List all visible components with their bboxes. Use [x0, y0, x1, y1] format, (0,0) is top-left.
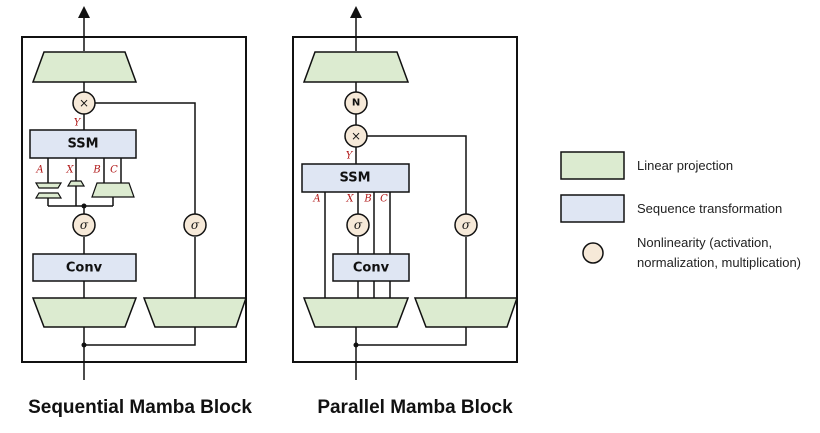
- legend-nonlinearity-label-line2: normalization, multiplication): [637, 255, 801, 270]
- sequential-mamba-block: Conv σ A X B C SSM Y × σ: [21, 6, 252, 418]
- legend-nonlinearity-label-line1: Nonlinearity (activation,: [637, 235, 772, 250]
- parallel-ssm-label: SSM: [339, 171, 370, 186]
- legend-linear-projection-swatch: [560, 151, 625, 180]
- parallel-param-a: A: [312, 194, 320, 205]
- sequential-param-a: A: [35, 165, 43, 176]
- parallel-title: Parallel Mamba Block: [317, 397, 513, 418]
- sequential-sigma-left-label: σ: [80, 218, 89, 232]
- sequential-output-projection: [31, 51, 138, 83]
- sequential-branch-line: [84, 327, 196, 346]
- parallel-param-c: C: [380, 194, 388, 205]
- sequential-input-projection-right: [142, 297, 248, 328]
- sequential-a-projection: [34, 192, 63, 199]
- sequential-x-projection: [66, 180, 86, 187]
- parallel-output-projection: [302, 51, 410, 83]
- sequential-ssm-box: [29, 129, 137, 159]
- sequential-param-c: C: [110, 165, 118, 176]
- parallel-mamba-block: Conv σ A X B C SSM Y × N σ Parallel Mamb…: [292, 6, 519, 418]
- parallel-ssm-box: [301, 163, 410, 193]
- sequential-input-projection-left: [31, 297, 138, 328]
- sequential-param-b: B: [92, 165, 100, 176]
- parallel-sigma-left-label: σ: [354, 218, 363, 232]
- parallel-multiply-label: ×: [351, 129, 361, 143]
- sequential-ssm-label: SSM: [67, 137, 98, 152]
- parallel-param-x: X: [345, 194, 354, 205]
- parallel-conv-label: Conv: [353, 261, 390, 276]
- parallel-sigma-right-label: σ: [462, 218, 471, 232]
- sequential-y-label: Y: [74, 118, 82, 129]
- parallel-y-label: Y: [346, 151, 354, 162]
- sequential-conv-label: Conv: [66, 261, 103, 276]
- sequential-bc-projection: [91, 182, 135, 198]
- legend-sequence-transformation-label: Sequence transformation: [637, 201, 782, 216]
- sequential-a-projection-top: [34, 182, 63, 189]
- parallel-conv-box: [332, 253, 410, 282]
- parallel-input-projection-left: [302, 297, 410, 328]
- parallel-norm-label: N: [352, 98, 360, 109]
- legend: Linear projection Sequence transformatio…: [560, 151, 801, 270]
- legend-linear-projection-label: Linear projection: [637, 158, 733, 173]
- parallel-branch-line: [356, 327, 467, 346]
- legend-nonlinearity-swatch: [582, 242, 604, 264]
- sequential-multiply-label: ×: [79, 96, 89, 110]
- sequential-block-frame: [21, 36, 247, 363]
- parallel-block-frame: [292, 36, 518, 363]
- legend-sequence-transformation-swatch: [560, 194, 625, 223]
- sequential-sigma-right-label: σ: [191, 218, 200, 232]
- sequential-param-x: X: [65, 165, 74, 176]
- sequential-title: Sequential Mamba Block: [28, 397, 252, 418]
- parallel-input-projection-right: [413, 297, 519, 328]
- parallel-param-b: B: [363, 194, 371, 205]
- parallel-gate-line: [367, 135, 467, 214]
- sequential-gate-line: [95, 102, 196, 214]
